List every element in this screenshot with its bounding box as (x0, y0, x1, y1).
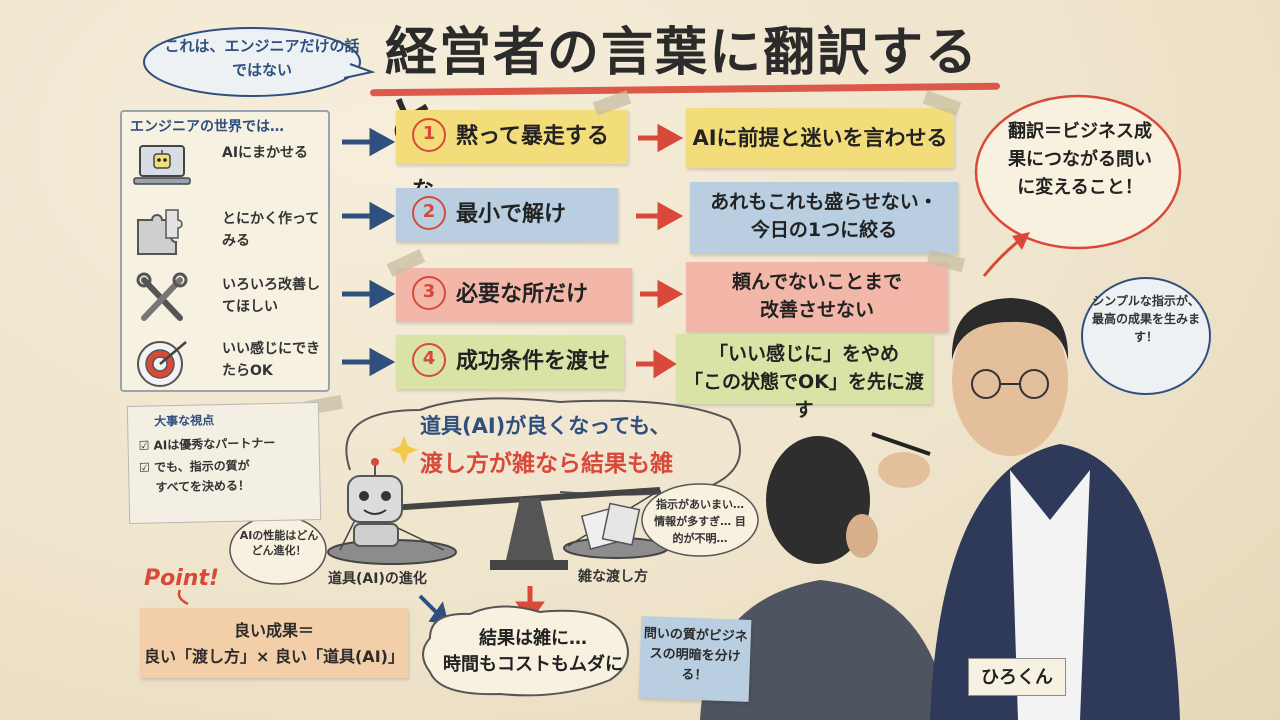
principle-card-4: 4 成功条件を渡せ (396, 335, 624, 389)
intro-bubble-text: これは、エンジニアだけの話ではない (164, 37, 360, 79)
center-message-line1: 道具(AI)が良くなっても、 (420, 414, 671, 438)
center-message: 道具(AI)が良くなっても、 渡し方が雑なら結果も雑 (420, 410, 730, 478)
translation-line: 「この状態でOK」を先に渡す (684, 371, 924, 421)
sparkle-icon (390, 436, 418, 464)
point-label: Point! (144, 566, 219, 591)
principle-text: 最小で解け (456, 202, 567, 227)
arrow-icon (418, 594, 449, 625)
name-tag: ひろくん (968, 658, 1066, 696)
engineer-item-label: いい感じにできたらOK (222, 341, 320, 379)
target-icon (137, 341, 187, 387)
viewpoint-row-text: すべてを決める！ (155, 478, 251, 495)
engineer-item-build: とにかく作ってみる (124, 202, 324, 264)
ai-perf-bubble-text: AIの性能はどんどん進化！ (239, 529, 319, 557)
viewpoint-row: ☑ AIは優秀なパートナー (138, 434, 275, 455)
translation-card-4: 「いい感じに」をやめ 「この状態でOK」を先に渡す (676, 334, 932, 421)
engineer-item-ok: いい感じにできたらOK (124, 332, 324, 394)
laptop-robot-icon (133, 145, 191, 185)
robot-icon (347, 458, 403, 547)
principle-card-2: 2 最小で解け (396, 188, 618, 242)
result-line1: 結果は雑に… (479, 628, 587, 649)
viewpoint-row: ☑ でも、指示の質が (139, 456, 250, 476)
viewpoint-row-text: AIは優秀なパートナー (153, 435, 276, 453)
intro-speech-bubble: これは、エンジニアだけの話ではない (140, 22, 376, 106)
arrow-icon (342, 127, 396, 377)
point-note: 良い成果＝ 良い「渡し方」× 良い「道具(AI)」 (140, 608, 408, 678)
engineer-item-ai: AIにまかせる (124, 136, 324, 198)
principle-number: 4 (412, 343, 446, 377)
speech-bubble-shape (143, 27, 376, 97)
checkbox-icon: ☑ (138, 460, 155, 475)
tools-icon (136, 272, 188, 321)
translation-line: 改善させない (759, 299, 874, 321)
tool-evolution-label: 道具(AI)の進化 (328, 571, 427, 587)
vague-bubble-text: 指示があいまい… 情報が多すぎ… 目的が不明… (654, 498, 746, 545)
viewpoint-row: すべてを決める！ (155, 476, 250, 496)
arrow-icon (636, 123, 684, 379)
simple-bubble-text: シンプルな指示が、最高の成果を生みます！ (1092, 294, 1201, 344)
translation-card-1: AIに前提と迷いを言わせる (686, 108, 954, 168)
principle-text: 成功条件を渡せ (456, 349, 611, 374)
checkbox-icon: ☑ (138, 438, 154, 453)
messy-papers-icon (580, 502, 641, 550)
translation-card-2: あれもこれも盛らせない・ 今日の1つに絞る (690, 182, 958, 254)
principle-text: 必要な所だけ (456, 282, 589, 307)
translation-line: 今日の1つに絞る (750, 219, 898, 241)
principle-card-1: 1黙って暴走するな (396, 110, 628, 203)
point-line2: 良い「渡し方」× 良い「道具(AI)」 (144, 647, 404, 666)
engineer-world-title: エンジニアの世界では… (130, 119, 284, 135)
viewpoint-heading: 大事な視点 (153, 413, 215, 429)
translation-line: AIに前提と迷いを言わせる (692, 126, 948, 150)
principle-number: 3 (412, 276, 446, 310)
translation-line: 「いい感じに」をやめ (708, 343, 899, 365)
translation-line: あれもこれも盛らせない・ (710, 191, 938, 213)
page-title: 経営者の言葉に翻訳すると (385, 23, 980, 153)
engineer-item-label: いろいろ改善してほしい (222, 277, 320, 315)
viewpoint-note: 大事な視点 ☑ AIは優秀なパートナー ☑ でも、指示の質が すべてを決める！ (126, 402, 322, 524)
viewpoint-row-text: でも、指示の質が (153, 458, 250, 475)
principle-card-3: 3 必要な所だけ (396, 268, 632, 322)
engineer-item-label: とにかく作ってみる (222, 211, 320, 249)
principle-number: 1 (412, 118, 446, 152)
quality-note: 問いの質がビジネスの明暗を分ける！ (638, 616, 752, 702)
point-arrow-icon (177, 589, 189, 606)
arrow-head-icon (1012, 232, 1030, 250)
center-message-line2: 渡し方が雑なら結果も雑 (420, 451, 673, 477)
messy-handoff-label: 雑な渡し方 (578, 569, 648, 585)
translate-bubble-text: 翻訳＝ビジネス成果につながる問いに変えること！ (1008, 121, 1152, 198)
arrow-icon (515, 586, 545, 623)
engineer-item-label: AIにまかせる (222, 145, 309, 161)
result-text: 結果は雑に… 時間もコストもムダに (438, 626, 628, 678)
balance-scale-icon (327, 487, 669, 570)
puzzle-icon (137, 209, 183, 255)
translation-card-3: 頼んでないことまで 改善させない (686, 262, 948, 332)
translation-line: 頼んでないことまで (731, 271, 903, 293)
principle-number: 2 (412, 196, 446, 230)
result-line2: 時間もコストもムダに (443, 654, 623, 675)
curly-arrow-icon (982, 238, 1021, 277)
point-line1: 良い成果＝ (233, 621, 314, 640)
engineer-item-improve: いろいろ改善してほしい (124, 268, 324, 330)
